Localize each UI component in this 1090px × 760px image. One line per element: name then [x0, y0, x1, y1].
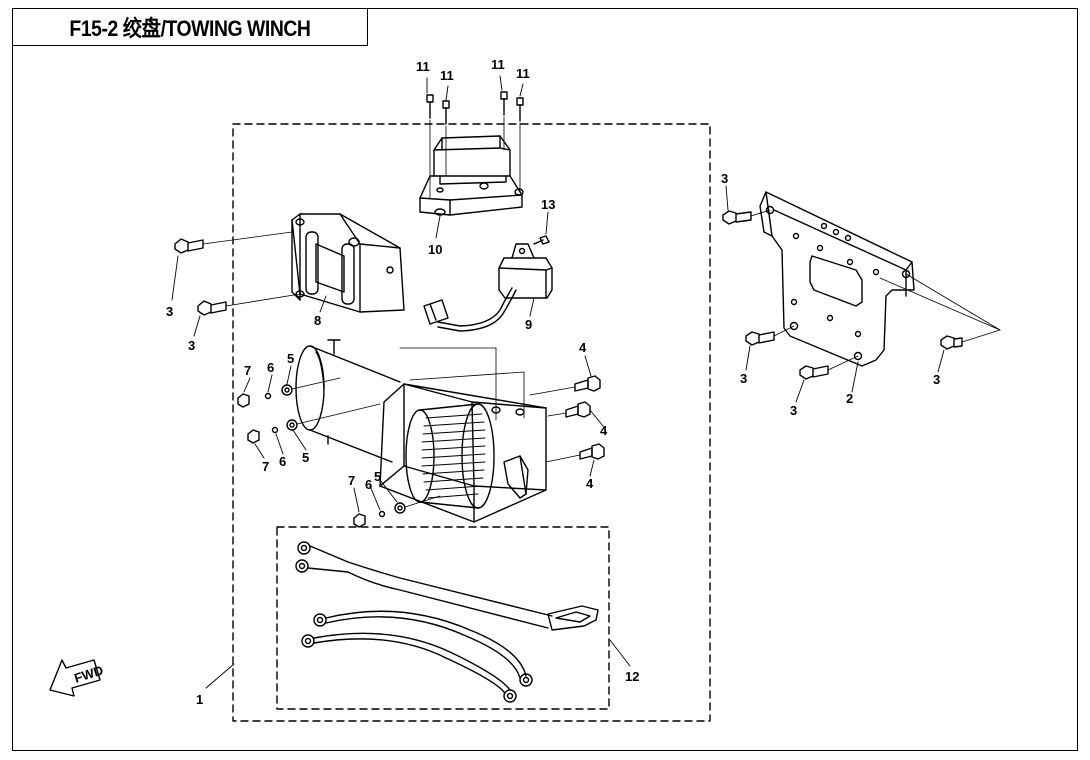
callout-11: 11: [416, 59, 430, 74]
callout-10: 10: [428, 242, 442, 257]
callout-11: 11: [516, 66, 530, 81]
remote-socket: [423, 235, 553, 332]
callout-3: 3: [740, 371, 747, 386]
fwd-arrow-icon: FWD: [49, 659, 105, 697]
nut-washer-sets: [237, 377, 441, 528]
page-title: F15-2 绞盘/TOWING WINCH: [68, 15, 311, 41]
callout-13: 13: [541, 197, 555, 212]
title-box: F15-2 绞盘/TOWING WINCH: [12, 8, 368, 46]
callout-1: 1: [196, 692, 203, 707]
callout-2: 2: [846, 391, 853, 406]
callout-3: 3: [790, 403, 797, 418]
callout-4: 4: [586, 476, 594, 491]
drum-bolts: [529, 375, 605, 463]
fwd-label: FWD: [72, 662, 105, 685]
bracket-bolts: [722, 209, 1001, 380]
callout-7: 7: [348, 473, 355, 488]
callout-5: 5: [302, 450, 309, 465]
cable-group-boundary: [276, 526, 610, 710]
callout-6: 6: [267, 360, 274, 375]
callout-4: 4: [600, 423, 608, 438]
contactor-assembly: [419, 135, 524, 216]
callout-3: 3: [188, 338, 195, 353]
callout-4: 4: [579, 340, 587, 355]
callout-7: 7: [262, 459, 269, 474]
callout-5: 5: [287, 351, 294, 366]
callout-11: 11: [491, 57, 505, 72]
diagram-frame: [12, 8, 1078, 751]
roller-fairlead: [291, 213, 405, 313]
callout-7: 7: [244, 363, 251, 378]
callout-11: 11: [440, 68, 454, 83]
callout-3: 3: [933, 372, 940, 387]
winch-assembly-boundary: [232, 123, 711, 722]
leader-lines: [171, 75, 945, 689]
callout-5: 5: [374, 469, 381, 484]
callout-6: 6: [365, 477, 372, 492]
callout-3: 3: [166, 304, 173, 319]
mounting-bracket: [759, 191, 915, 367]
callout-3: 3: [721, 171, 728, 186]
callout-12: 12: [625, 669, 639, 684]
callout-9: 9: [525, 317, 532, 332]
battery-cables: [295, 541, 599, 703]
callout-8: 8: [314, 313, 321, 328]
callout-6: 6: [279, 454, 286, 469]
winch-body: [295, 339, 547, 523]
fairlead-bolts: [174, 231, 301, 316]
callout-labels: 1 2 3 3 3 3 3 3 4 4 4 5 5 5 6 6 6 7 7 7 …: [166, 57, 940, 707]
contactor-screws: [426, 91, 524, 199]
